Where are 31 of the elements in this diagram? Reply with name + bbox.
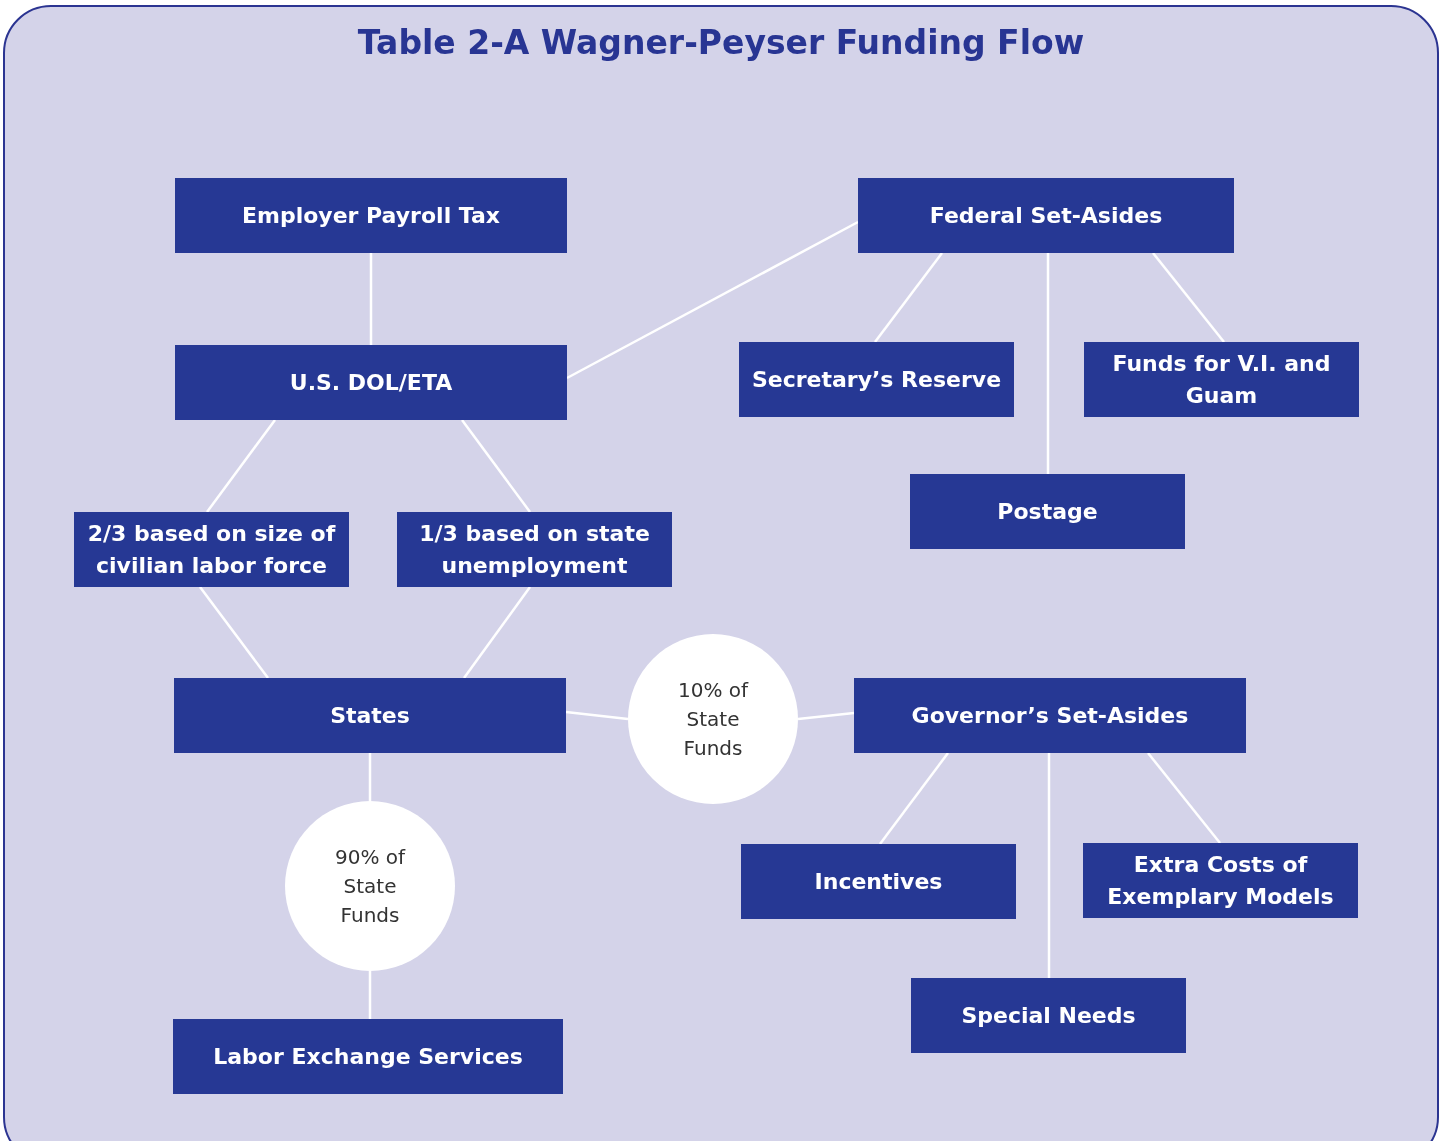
connector-line bbox=[797, 711, 855, 721]
connector-line bbox=[1046, 253, 1050, 474]
connector-line bbox=[1047, 753, 1051, 978]
process-box: Secretary’s Reserve bbox=[739, 342, 1014, 417]
connector-line bbox=[1152, 252, 1225, 343]
connector-line bbox=[463, 586, 531, 679]
connector-line bbox=[874, 252, 943, 343]
connector-line bbox=[879, 752, 949, 845]
process-box: Postage bbox=[910, 474, 1185, 549]
process-box: U.S. DOL/ETA bbox=[175, 345, 567, 420]
process-box: Employer Payroll Tax bbox=[175, 178, 567, 253]
connector-line bbox=[206, 419, 276, 513]
connector-line bbox=[1147, 752, 1221, 844]
connector-line bbox=[369, 253, 373, 345]
connector-line bbox=[566, 220, 859, 380]
process-box: 2/3 based on size of civilian labor force bbox=[74, 512, 349, 587]
process-box: Extra Costs of Exemplary Models bbox=[1083, 843, 1358, 918]
connector-line bbox=[565, 710, 629, 721]
process-box: Incentives bbox=[741, 844, 1016, 919]
diagram-title: Table 2-A Wagner-Peyser Funding Flow bbox=[356, 22, 1086, 64]
process-box: Labor Exchange Services bbox=[173, 1019, 563, 1094]
connector-line bbox=[199, 586, 269, 679]
process-box: Federal Set-Asides bbox=[858, 178, 1234, 253]
process-box: Governor’s Set-Asides bbox=[854, 678, 1246, 753]
process-box: Funds for V.I. and Guam bbox=[1084, 342, 1359, 417]
connector-line bbox=[368, 971, 372, 1019]
connector-line bbox=[461, 419, 531, 513]
process-box: States bbox=[174, 678, 566, 753]
process-box: Special Needs bbox=[911, 978, 1186, 1053]
connector-line bbox=[368, 753, 372, 801]
process-box: 1/3 based on state unemployment bbox=[397, 512, 672, 587]
